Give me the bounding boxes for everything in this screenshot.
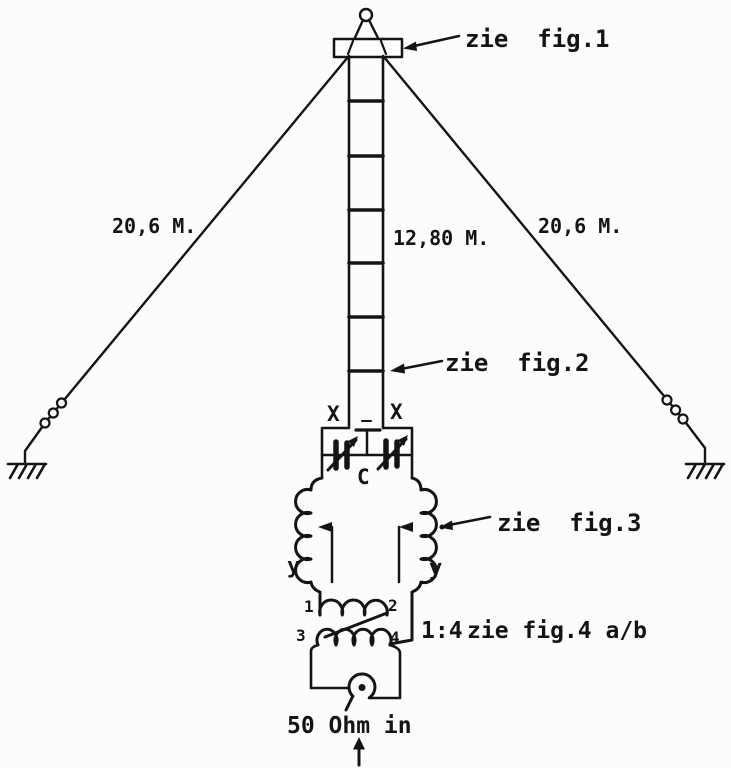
label-zie-fig4: zie fig.4 a/b: [467, 618, 647, 644]
label-terminal-x-right: X: [390, 400, 403, 424]
coax-connector-tail: [344, 694, 355, 712]
capacitor-matchbox: [320, 420, 414, 480]
label-link-y-right: y: [429, 556, 442, 581]
feedbox-right-wire: [367, 643, 402, 700]
label-zie-fig1: zie fig.1: [465, 25, 610, 53]
egg-insulator-icon: [669, 404, 682, 416]
coil-left: [294, 476, 324, 617]
fig1-arrowhead-icon: [403, 41, 417, 51]
label-guy-left-length: 20,6 M.: [112, 214, 196, 238]
egg-insulator-icon: [677, 413, 689, 425]
guy-wire-left: [6, 55, 350, 480]
up-arrowhead-icon: [353, 737, 365, 750]
label-zie-fig2: zie fig.2: [445, 349, 590, 377]
fig2-arrowhead-icon: [390, 363, 405, 374]
tap-arrowhead-icon: [318, 522, 332, 532]
egg-insulator-icon: [47, 407, 59, 419]
feed-arrow: [353, 737, 365, 767]
coil-right: [388, 476, 438, 646]
fig3-arrow-line: [447, 515, 492, 527]
egg-insulator-icon: [55, 397, 68, 409]
label-zie-fig3: zie fig.3: [497, 509, 642, 537]
coil-assembly: [294, 476, 438, 646]
label-capacitor-c: C: [357, 465, 370, 489]
fig1-arrow-line: [412, 34, 461, 48]
label-ratio-1-4: 1:4: [421, 618, 463, 644]
mast-rungs: [347, 99, 385, 373]
fig2-arrow-line: [399, 359, 444, 371]
label-mast-height: 12,80 M.: [393, 226, 489, 250]
variable-capacitor-arrows: [326, 437, 408, 472]
label-winding-2: 2: [388, 596, 398, 615]
feed-box: [309, 643, 402, 712]
ground-anchor-right-icon: [684, 462, 726, 480]
guy-wire-left-line: [23, 55, 350, 466]
matchbox-outline: [320, 426, 414, 480]
guy-wire-right-line: [382, 55, 707, 466]
mast-rails: [347, 54, 385, 429]
transformer-top-winding: [318, 598, 389, 617]
annotation-arrows: [390, 34, 492, 530]
tap-arrowhead-icon: [399, 522, 413, 532]
coax-center-pin-icon: [358, 684, 366, 691]
transformer-bottom-winding: [315, 627, 393, 647]
top-insulator-assembly: [332, 7, 404, 59]
insulator-plate: [332, 37, 404, 59]
egg-insulator-icon: [39, 417, 51, 429]
label-terminal-x-left: X: [327, 402, 340, 426]
hoist-loop-icon: [358, 7, 374, 23]
variable-capacitor-plates: [333, 438, 400, 471]
label-winding-4: 4: [390, 628, 400, 647]
coax-connector-icon: [347, 672, 377, 700]
ground-anchor-left-icon: [6, 462, 48, 480]
fig3-arrow-dot-icon: [439, 524, 445, 530]
label-link-y-left: y: [287, 554, 300, 579]
capacitor-arrowhead-icon: [348, 436, 358, 447]
label-winding-3: 3: [296, 626, 306, 645]
plate-attachment-ticks: [346, 39, 388, 56]
transformer-1-4: [315, 598, 393, 647]
guy-wire-right: [382, 55, 726, 480]
label-feed-50-ohm: 50 Ohm in: [287, 713, 412, 739]
label-winding-1: 1: [304, 597, 314, 616]
label-guy-right-length: 20,6 M.: [538, 214, 622, 238]
egg-insulator-icon: [661, 394, 673, 406]
feedbox-left-wire: [309, 643, 351, 690]
capacitor-arrowhead-icon: [398, 435, 408, 446]
mast: [347, 54, 385, 429]
